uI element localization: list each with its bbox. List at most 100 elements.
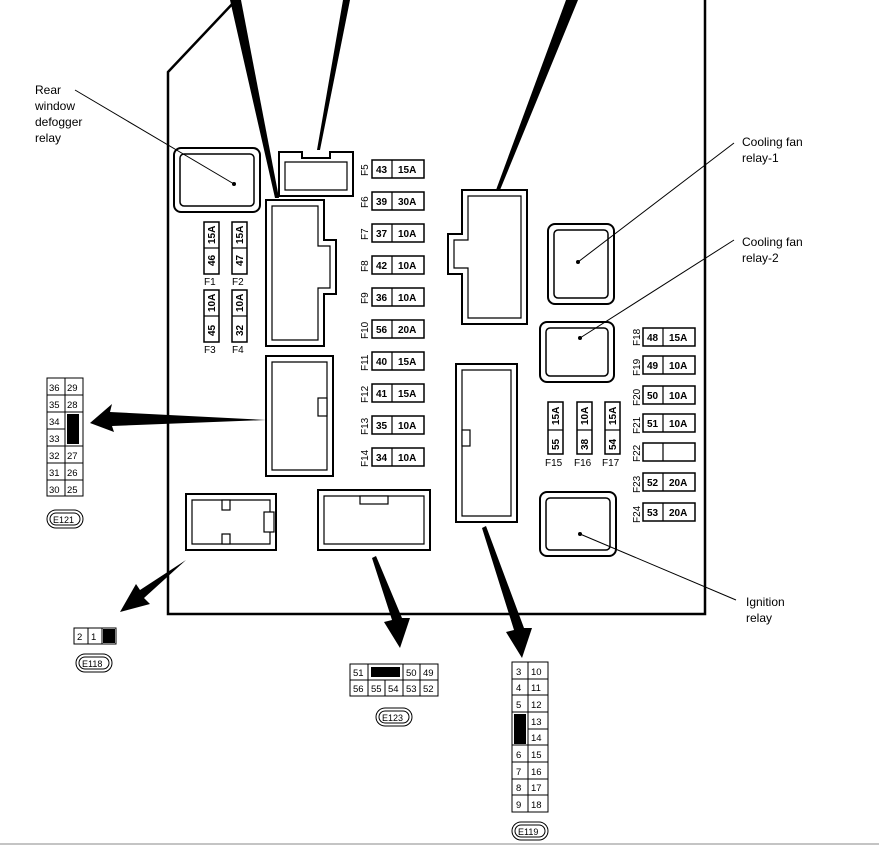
- e119-pin-16: 16: [531, 767, 542, 778]
- fuse-F11-label: F11: [360, 354, 371, 371]
- fuse-F24-label: F24: [632, 505, 643, 523]
- fuse-F24-amp: 20A: [669, 508, 687, 519]
- svg-text:54: 54: [608, 438, 619, 450]
- fuse-F3-label: F3: [204, 345, 216, 356]
- svg-text:10A: 10A: [235, 294, 246, 312]
- fuse-F18-amp: 15A: [669, 333, 687, 344]
- svg-text:53: 53: [647, 508, 659, 519]
- fuse-F8-amp: 10A: [398, 261, 416, 272]
- cooling-fan-2-label-2: relay-2: [742, 251, 779, 265]
- e121-pin-28: 28: [67, 400, 78, 411]
- svg-text:F10: F10: [360, 321, 371, 339]
- fuse-F9-amp: 10A: [398, 293, 416, 304]
- connector-e118: 2 1 E118: [73, 627, 117, 673]
- e119-pin-5: 5: [516, 700, 521, 711]
- e121-pin-29: 29: [67, 383, 78, 394]
- fuse-F5-amp: 15A: [398, 165, 416, 176]
- svg-text:10A: 10A: [207, 294, 218, 312]
- e119-pin-8: 8: [516, 783, 521, 794]
- fuse-F20-number: 50: [647, 391, 659, 402]
- e118-pin-2: 2: [77, 632, 82, 643]
- fuse-F14-amp: 10A: [398, 453, 416, 464]
- svg-text:F14: F14: [360, 449, 371, 467]
- svg-text:6: 6: [516, 750, 521, 761]
- e119-pin-4: 4: [516, 683, 521, 694]
- svg-text:Ignition: Ignition: [746, 595, 785, 609]
- fuse-F8-number: 42: [376, 261, 388, 272]
- svg-text:48: 48: [647, 333, 659, 344]
- svg-text:53: 53: [406, 684, 417, 695]
- e119-pin-11: 11: [531, 683, 541, 694]
- svg-text:49: 49: [647, 361, 659, 372]
- fuse-F8-label: F8: [360, 260, 371, 272]
- fuse-F6-label: F6: [360, 196, 371, 208]
- fuse-F11-amp: 15A: [398, 357, 416, 368]
- svg-text:55: 55: [371, 684, 382, 695]
- fuse-F1-number: 46: [207, 254, 218, 266]
- e118-pin-1: 1: [91, 632, 96, 643]
- fuse-F2-label: F2: [232, 277, 244, 288]
- left-large-connector: [265, 199, 337, 347]
- svg-text:E119: E119: [518, 827, 538, 837]
- cooling-fan-1-label-2: relay-1: [742, 151, 779, 165]
- svg-text:51: 51: [647, 419, 659, 430]
- e123-pin-55: 55: [371, 684, 382, 695]
- fuse-F20: F20 50 10A: [632, 385, 696, 406]
- left-tall-connector: [265, 355, 334, 477]
- e119-pin-14: 14: [531, 733, 542, 744]
- svg-text:1: 1: [91, 632, 96, 643]
- svg-text:10A: 10A: [580, 407, 591, 425]
- svg-text:8: 8: [516, 783, 521, 794]
- fuse-F2-number: 47: [235, 254, 246, 266]
- fuse-F21: F21 51 10A: [632, 413, 696, 434]
- svg-text:43: 43: [376, 165, 388, 176]
- svg-text:15A: 15A: [398, 389, 416, 400]
- svg-text:15A: 15A: [235, 226, 246, 244]
- fuse-F16: 38 10A F16: [574, 401, 593, 469]
- fuse-F12-number: 41: [376, 389, 388, 400]
- ignition-relay: Ignition relay: [539, 491, 785, 625]
- svg-text:F17: F17: [602, 458, 620, 469]
- fuse-F4-number: 32: [235, 324, 246, 336]
- svg-text:9: 9: [516, 800, 521, 811]
- cooling-fan-1-label-1: Cooling fan: [742, 135, 803, 149]
- fuse-F18-number: 48: [647, 333, 659, 344]
- svg-text:45: 45: [207, 324, 218, 336]
- fuse-F23: F23 52 20A: [632, 472, 696, 493]
- svg-text:defogger: defogger: [35, 115, 82, 129]
- svg-text:15A: 15A: [608, 407, 619, 425]
- right-fuse-column: F18 48 15A F19 49 10A F20 50 10A F21 51 …: [632, 327, 696, 523]
- svg-text:12: 12: [531, 700, 542, 711]
- svg-text:Cooling fan: Cooling fan: [742, 235, 803, 249]
- fuse-F19-number: 49: [647, 361, 659, 372]
- fuse-F4: 32 10A F4: [231, 289, 248, 356]
- svg-text:F8: F8: [360, 260, 371, 272]
- fuse-F16-number: 38: [580, 438, 591, 450]
- fuse-F21-amp: 10A: [669, 419, 687, 430]
- svg-text:39: 39: [376, 197, 388, 208]
- bottom-left-connector: [185, 493, 277, 551]
- fuse-F4-amp: 10A: [235, 294, 246, 312]
- fuse-F17-label: F17: [602, 458, 620, 469]
- svg-text:40: 40: [376, 357, 388, 368]
- e121-pin-27: 27: [67, 451, 78, 462]
- svg-text:32: 32: [235, 324, 246, 336]
- fuse-F18: F18 48 15A: [632, 327, 696, 347]
- fuse-F14: F14 34 10A: [360, 447, 425, 467]
- svg-text:10A: 10A: [398, 453, 416, 464]
- svg-text:25: 25: [67, 485, 78, 496]
- fuse-F15-number: 55: [551, 438, 562, 450]
- e123-pin-52: 52: [423, 684, 434, 695]
- svg-text:F18: F18: [632, 328, 643, 346]
- fuse-F19: F19 49 10A: [632, 355, 696, 376]
- fuse-F14-label: F14: [360, 449, 371, 467]
- fuse-F12-label: F12: [360, 385, 371, 403]
- svg-text:window: window: [34, 99, 75, 113]
- svg-text:16: 16: [531, 767, 542, 778]
- svg-text:F7: F7: [360, 228, 371, 240]
- fuse-F23-label: F23: [632, 475, 643, 493]
- fuse-F17-amp: 15A: [608, 407, 619, 425]
- svg-text:15A: 15A: [398, 165, 416, 176]
- ignition-label-2: relay: [746, 611, 772, 625]
- e119-pin-9: 9: [516, 800, 521, 811]
